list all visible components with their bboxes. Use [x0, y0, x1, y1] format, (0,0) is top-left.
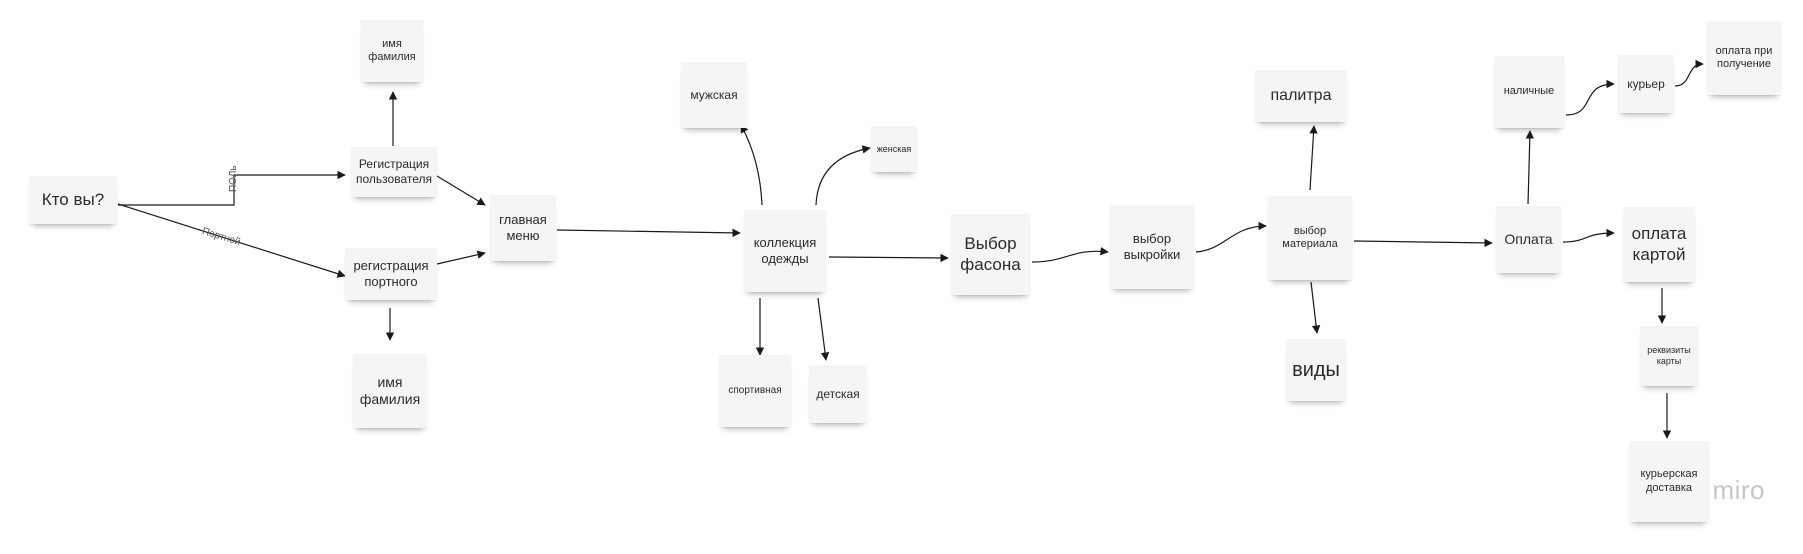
edge-material-to-palette [1309, 125, 1318, 191]
note-main-menu[interactable]: главная меню [490, 195, 556, 261]
note-types[interactable]: виды [1286, 339, 1346, 401]
note-payment[interactable]: Оплата [1496, 206, 1561, 273]
note-palette[interactable]: палитра [1255, 70, 1347, 122]
note-kids[interactable]: детская [809, 365, 867, 423]
note-card-details[interactable]: реквизиты карты [1640, 326, 1698, 386]
note-style[interactable]: Выбор фасона [951, 214, 1030, 295]
note-reg-tailor[interactable]: регистрация портного [345, 248, 437, 300]
note-material[interactable]: выбор материала [1268, 196, 1352, 280]
edge-menu-to-collection [556, 228, 741, 238]
edge-courier-to-cod [1674, 59, 1704, 87]
miro-logo: miro [1712, 475, 1765, 505]
note-courier[interactable]: курьер [1618, 55, 1674, 113]
note-name-bottom[interactable]: имя фамилия [353, 354, 427, 428]
edge-collection-to-kids [817, 297, 830, 361]
note-pattern[interactable]: выбор выкройки [1110, 205, 1194, 289]
note-reg-user[interactable]: Регистрация пользователя [351, 147, 437, 197]
edge-pattern-to-material [1195, 221, 1267, 253]
edge-collection-to-style [828, 253, 949, 263]
edge-label-user: ПОЛь [228, 165, 239, 192]
note-mens[interactable]: мужская [681, 62, 747, 128]
edge-collection-to-mens [740, 124, 763, 206]
edge-label-tailor: Портной [200, 226, 242, 249]
note-cash[interactable]: наличные [1494, 56, 1564, 128]
edge-reg-tailor-to-menu [436, 250, 486, 265]
edge-reg-user-to-menu [436, 175, 486, 206]
note-womens[interactable]: женская [871, 126, 917, 172]
edge-material-to-types [1310, 281, 1321, 334]
note-name-top[interactable]: имя фамилия [361, 20, 423, 82]
edge-payment-to-cash [1525, 130, 1534, 205]
edge-style-to-pattern [1031, 246, 1109, 263]
edge-material-to-payment [1353, 238, 1493, 248]
note-cod[interactable]: оплата при получение [1707, 21, 1781, 95]
note-card[interactable]: оплата картой [1623, 207, 1695, 282]
edge-collection-to-womens [815, 145, 871, 206]
note-sport[interactable]: спортивная [719, 355, 791, 427]
edge-cash-to-courier [1565, 79, 1615, 116]
edge-payment-to-card [1562, 228, 1615, 243]
note-collection[interactable]: коллекция одежды [744, 210, 826, 292]
note-delivery[interactable]: курьерская доставка [1629, 441, 1709, 522]
note-kto-vy[interactable]: Кто вы? [29, 176, 117, 224]
